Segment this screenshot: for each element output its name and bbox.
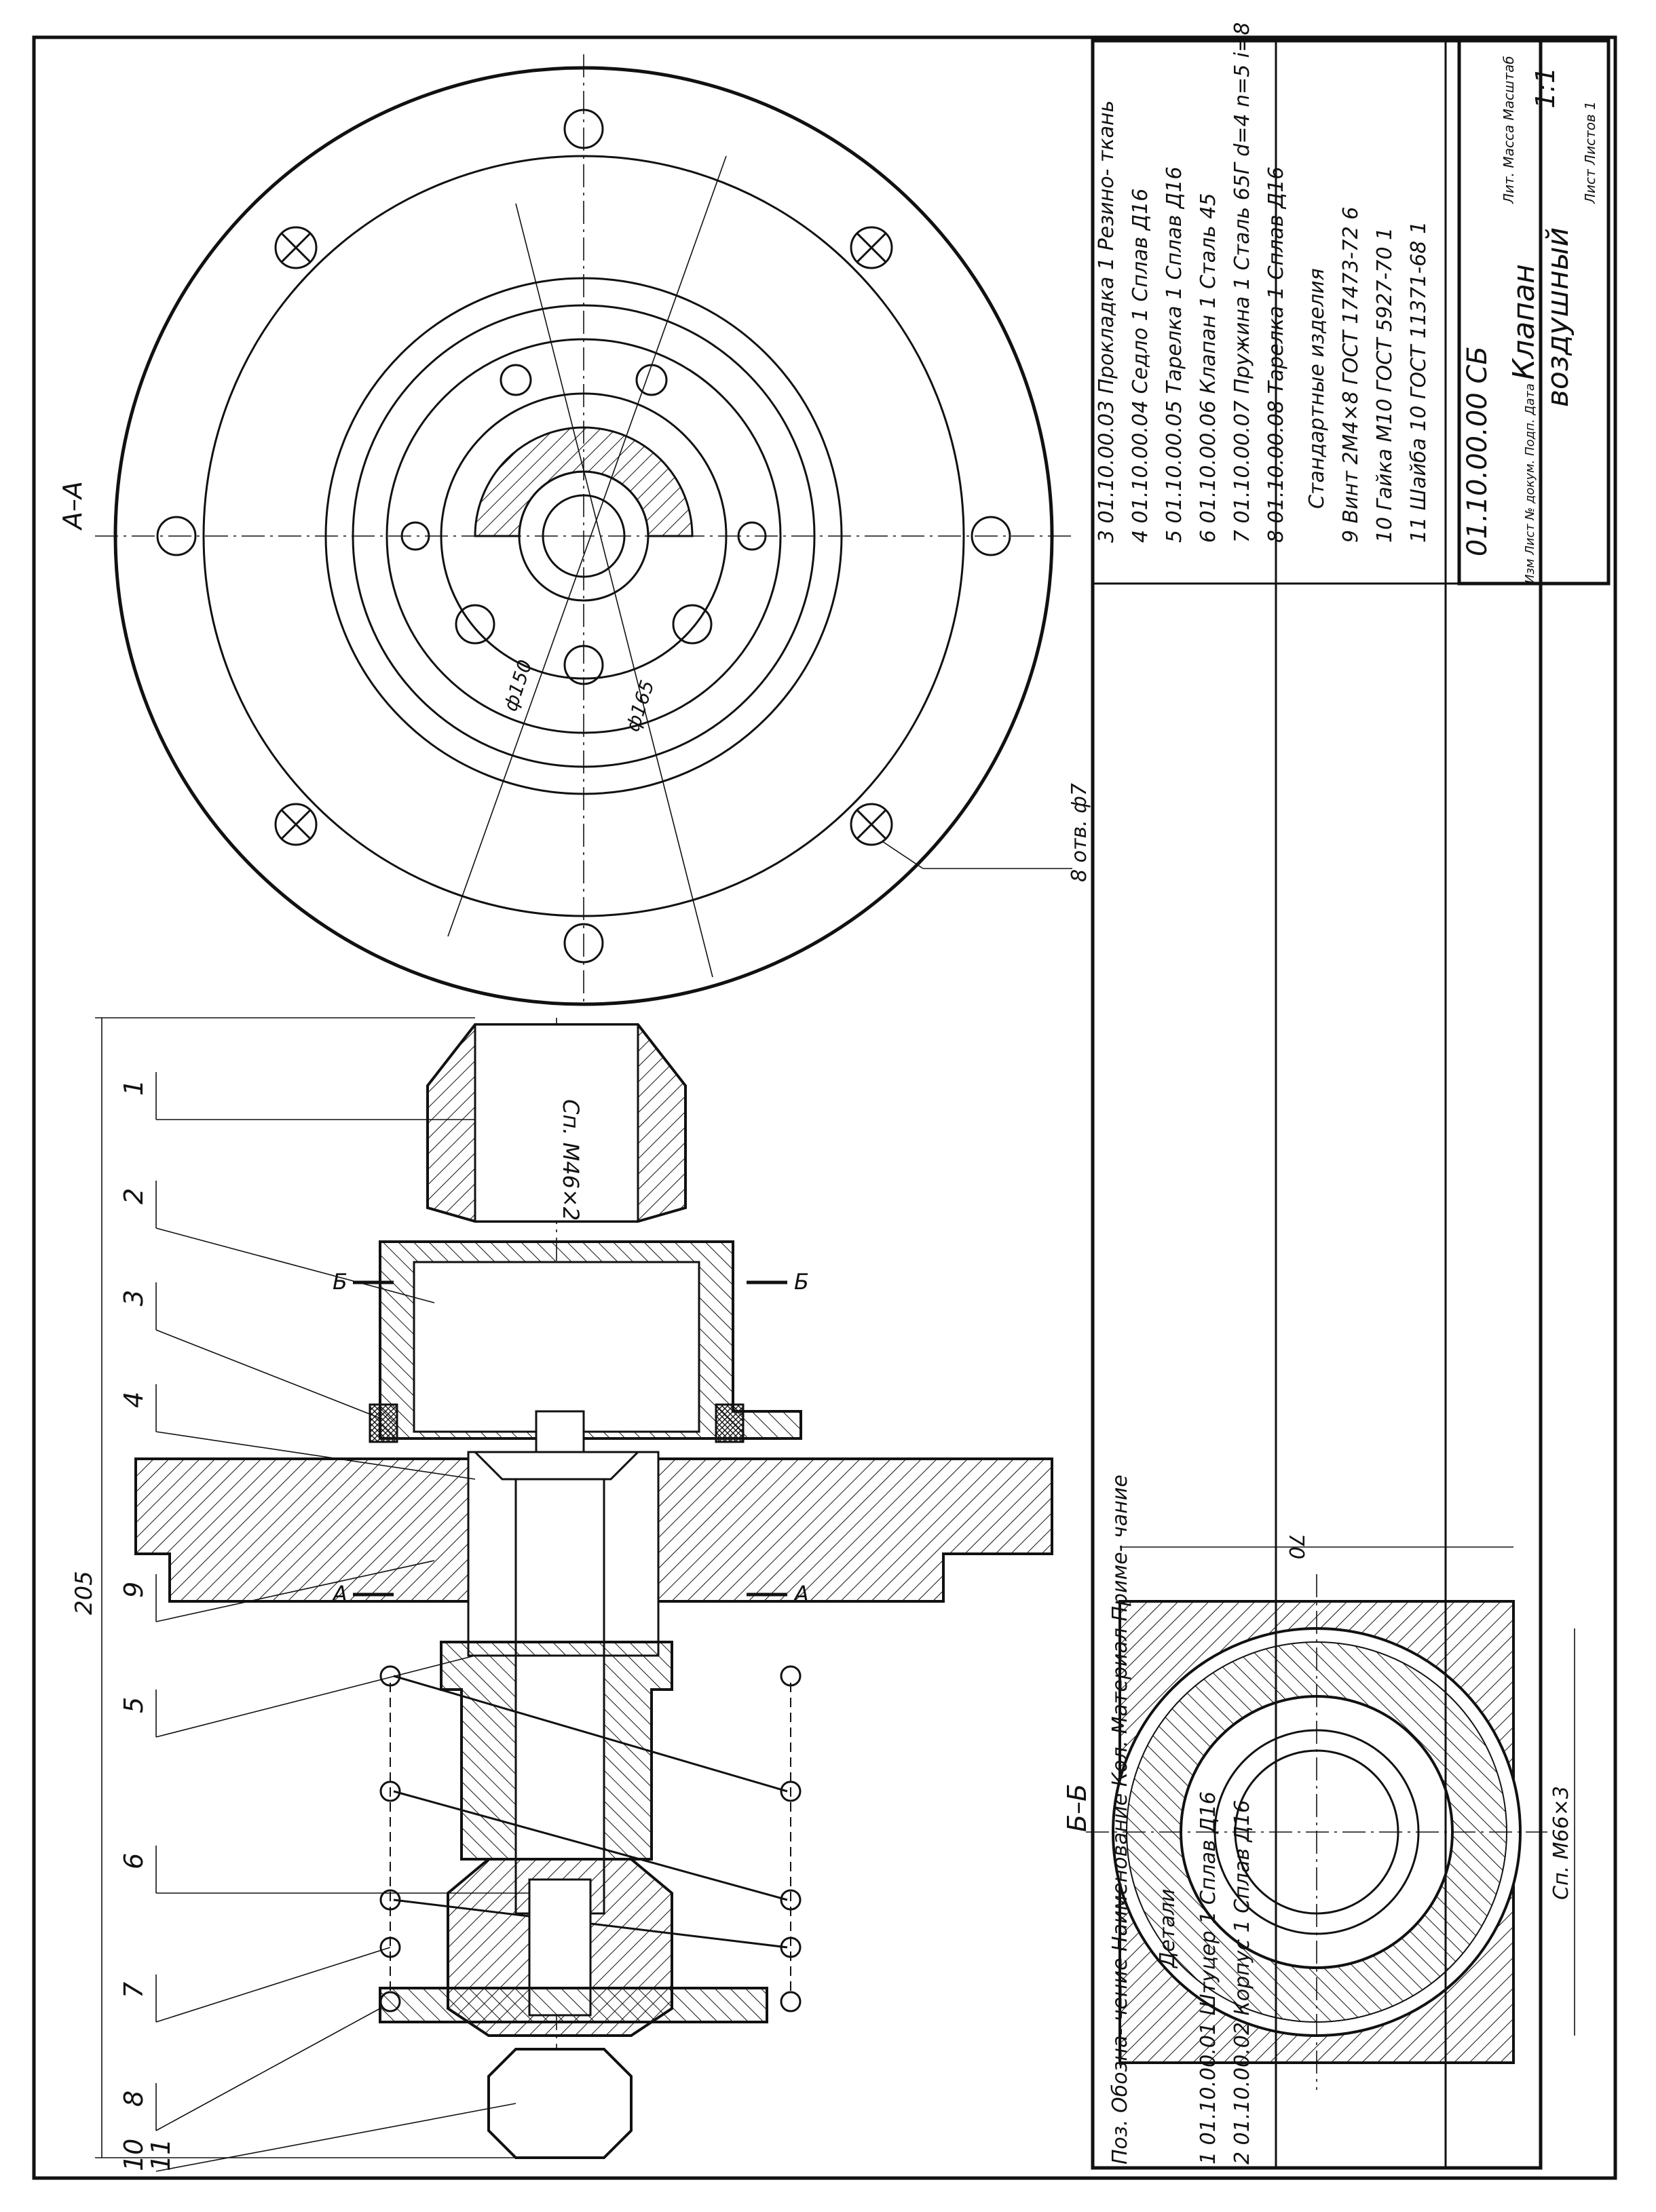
spec-lower: Поз. Обозна- чение Наименование Кол. Мат… <box>1108 1474 1254 2165</box>
change-labels: Изм Лист № докум. Подп. Дата <box>1523 383 1537 584</box>
title-block: 01.10.00.00 СБ Клапан воздушный Лит. Мас… <box>1457 39 1611 586</box>
dim-205: 205 <box>71 1571 98 1615</box>
pos-6: 6 <box>119 1853 149 1869</box>
section-aa-view <box>95 54 1072 1006</box>
cut-b-right: Б <box>794 1269 809 1295</box>
spec-rows: 3 01.10.00.03 Прокладка 1 Резино- ткань … <box>1095 22 1431 543</box>
spec-row-7: 7 01.10.00.07 Пружина 1 Сталь 65Г d=4 n=… <box>1230 22 1254 543</box>
pos-10: 10 <box>119 2139 149 2171</box>
spec-row-11: 11 Шайба 10 ГОСТ 11371-68 1 <box>1407 221 1431 543</box>
pos-4: 4 <box>119 1392 149 1408</box>
main-section-view <box>134 1018 1053 2159</box>
position-leaders <box>155 1072 529 2172</box>
pos-7: 7 <box>119 1982 149 1998</box>
pos-11: 11 <box>146 2139 176 2171</box>
title-line1: Клапан <box>1507 264 1541 380</box>
cut-a-left: A <box>331 1581 347 1607</box>
spec-row-9: 9 Винт 2М4×8 ГОСТ 17473-72 6 <box>1339 207 1363 543</box>
leader-labels: 1 2 3 4 9 5 6 7 8 10 11 <box>119 1080 176 2171</box>
sheet-info: Лист Листов 1 <box>1582 101 1598 204</box>
spec-row-5: 5 01.10.00.05 Тарелка 1 Сплав Д16 <box>1163 166 1186 543</box>
spec-header: Поз. Обозна- чение Наименование Кол. Мат… <box>1108 1474 1132 2165</box>
spec-row-2: 2 01.10.00.02 Корпус 1 Сплав Д16 <box>1230 1800 1254 2165</box>
spec-section-details: Детали <box>1156 1889 1180 1969</box>
dim-holes: 8 отв. ф7 <box>1068 783 1091 882</box>
dim-diameter-150: ф150 <box>499 657 536 714</box>
pos-3: 3 <box>119 1290 149 1306</box>
spec-table <box>1091 39 1543 2170</box>
pos-9: 9 <box>119 1582 149 1598</box>
thread-top-label: Сп. М46×2 <box>558 1099 584 1221</box>
spec-row-8: 8 01.10.00.08 Тарелка 1 Сплав Д16 <box>1264 166 1288 543</box>
spec-row-1: 1 01.10.00.01 Штуцер 1 Сплав Д16 <box>1197 1791 1220 2165</box>
pos-5: 5 <box>119 1697 149 1713</box>
dim-bb-thread: Сп. М66×3 <box>1549 1786 1573 1900</box>
title-line2: воздушный <box>1541 227 1575 407</box>
cut-b-left: Б <box>333 1269 347 1295</box>
section-bb-label: Б–Б <box>1062 1784 1092 1832</box>
scale: 1:1 <box>1530 67 1560 109</box>
dim-diameter-165: ф165 <box>621 677 658 734</box>
spec-section-standard: Стандартные изделия <box>1305 268 1329 509</box>
spec-row-3: 3 01.10.00.03 Прокладка 1 Резино- ткань <box>1095 100 1118 543</box>
spec-row-6: 6 01.10.00.06 Клапан 1 Сталь 45 <box>1197 193 1220 543</box>
spec-row-10: 10 Гайка М10 ГОСТ 5927-70 1 <box>1373 227 1397 543</box>
sheet-frame <box>32 35 1617 2180</box>
doc-number: 01.10.00.00 СБ <box>1462 346 1493 556</box>
pos-8: 8 <box>119 2091 149 2107</box>
cut-a-right: A <box>793 1581 809 1607</box>
dim-bb-size: 70 <box>1284 1533 1308 1559</box>
section-bb-view <box>1086 1546 1575 2090</box>
pos-1: 1 <box>119 1080 149 1096</box>
section-aa-label: A–A <box>58 481 88 531</box>
pos-2: 2 <box>119 1188 149 1204</box>
tb-labels: Лит. Масса Масштаб <box>1501 56 1517 204</box>
spec-row-4: 4 01.10.00.04 Седло 1 Сплав Д16 <box>1129 189 1152 543</box>
